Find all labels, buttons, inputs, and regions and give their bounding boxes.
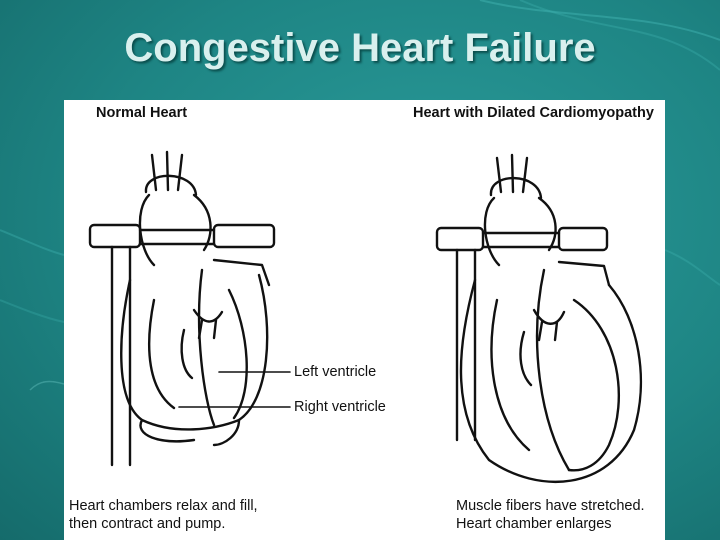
dilated-caption-line-2: Heart chamber enlarges [456,516,612,532]
normal-caption-line-2: then contract and pump. [69,516,226,532]
normal-heart-caption: Heart chambers relax and fill, then cont… [69,497,258,533]
right-ventricle-label: Right ventricle [294,399,386,415]
dilated-caption-line-1: Muscle fibers have stretched. [456,498,645,514]
label-leader-lines [178,371,291,408]
left-ventricle-label: Left ventricle [294,364,377,380]
dilated-heart-drawing [435,153,643,484]
normal-caption-line-1: Heart chambers relax and fill, [69,498,258,514]
normal-heart-title: Normal Heart [96,105,188,121]
dilated-heart-title: Heart with Dilated Cardiomyopathy [413,105,654,121]
normal-heart-drawing [88,150,276,467]
slide-title: Congestive Heart Failure [124,26,596,70]
dilated-heart-caption: Muscle fibers have stretched. Heart cham… [456,497,645,533]
heart-comparison-figure: Normal Heart Le [64,100,665,540]
